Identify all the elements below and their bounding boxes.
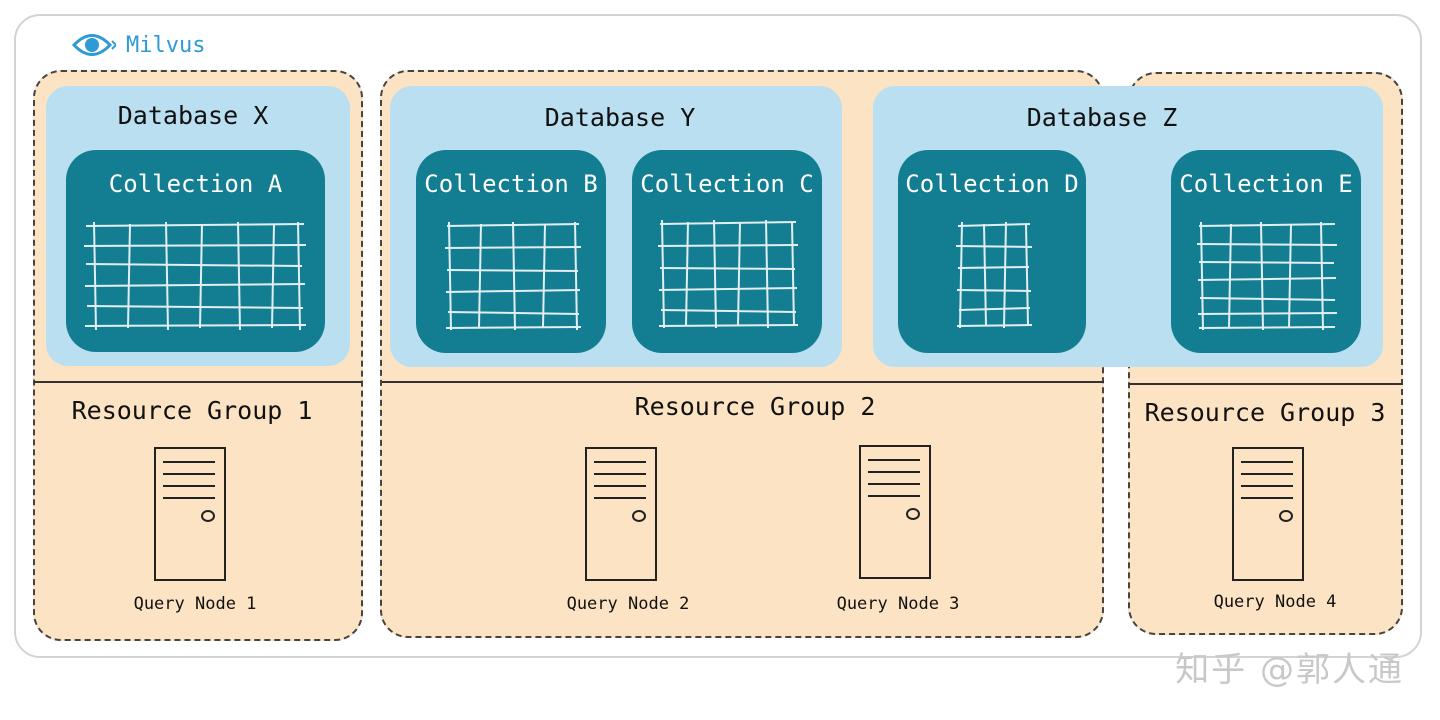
collection-c-table-icon [657, 219, 799, 329]
database-z-title: Database Z [1026, 103, 1178, 132]
collection-a-title: Collection A [108, 170, 283, 198]
collection-d: Collection D [898, 150, 1086, 353]
collection-d-table-icon [955, 221, 1033, 329]
database-x-title: Database X [117, 101, 269, 130]
milvus-logo-text: Milvus [126, 32, 206, 58]
resource-group-1-title: Resource Group 1 [71, 396, 313, 425]
milvus-eye-icon [71, 34, 116, 56]
collection-c: Collection C [632, 150, 822, 353]
collection-a: Collection A [66, 150, 325, 352]
query-node-4-label: Query Node 4 [1213, 592, 1337, 612]
resource-group-3-divider [1129, 383, 1403, 385]
resource-group-2-title: Resource Group 2 [634, 392, 876, 421]
collection-e-title: Collection E [1179, 170, 1353, 198]
milvus-cluster-frame [14, 14, 1422, 658]
query-node-2-server-icon [585, 447, 657, 581]
collection-b-table-icon [444, 221, 582, 331]
collection-e-table-icon [1196, 221, 1338, 331]
collection-d-title: Collection D [905, 170, 1079, 198]
query-node-1-server-icon [154, 447, 226, 581]
collection-b-title: Collection B [424, 170, 598, 198]
resource-group-1-divider [34, 381, 362, 383]
resource-group-2-divider [382, 381, 1104, 383]
collection-c-title: Collection C [640, 170, 814, 198]
collection-a-table-icon [83, 221, 307, 331]
milvus-logo: Milvus [70, 30, 205, 60]
query-node-3-server-icon [859, 445, 931, 579]
query-node-1-label: Query Node 1 [133, 594, 257, 614]
database-y-title: Database Y [544, 103, 696, 132]
collection-e: Collection E [1171, 150, 1361, 353]
query-node-2-label: Query Node 2 [566, 594, 690, 614]
collection-b: Collection B [416, 150, 606, 353]
zhihu-watermark: 知乎 @郭人通 [1175, 650, 1404, 690]
query-node-4-server-icon [1232, 447, 1304, 581]
resource-group-3-title: Resource Group 3 [1144, 398, 1386, 427]
query-node-3-label: Query Node 3 [836, 594, 960, 614]
